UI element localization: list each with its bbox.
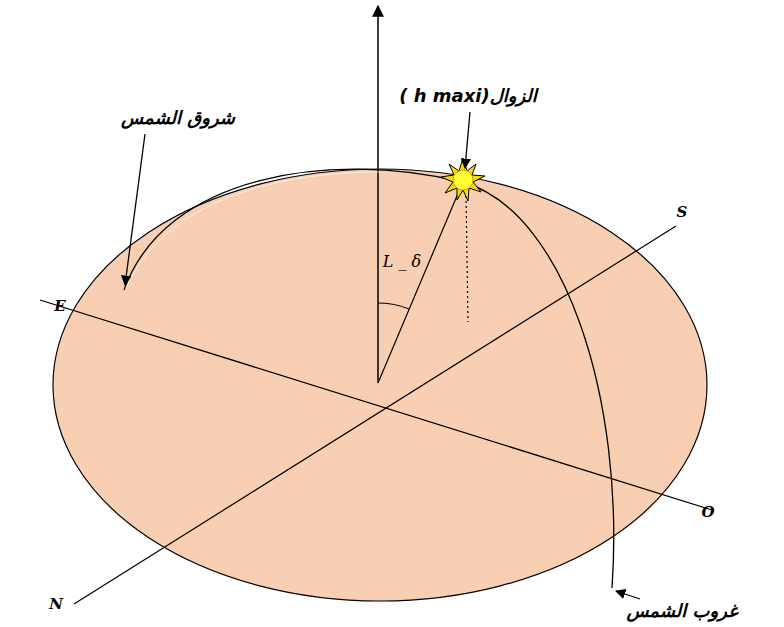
direction-label: N xyxy=(49,595,63,613)
angle-arc xyxy=(378,303,409,309)
sun-path-arc xyxy=(124,169,614,588)
north-south-axis xyxy=(74,226,676,604)
sunset-label: غروب الشمس xyxy=(626,600,737,622)
sun-direction-line xyxy=(378,184,462,383)
sun-symbol xyxy=(441,158,485,201)
noon-label: الزوال(h maxi ) xyxy=(399,85,537,107)
leader-arrow xyxy=(616,591,640,599)
arc-highlight xyxy=(126,172,380,288)
direction-label: O xyxy=(701,503,714,521)
leader-arrow xyxy=(465,112,470,168)
angle-label: L _ δ xyxy=(383,252,421,271)
direction-label: E xyxy=(54,297,65,315)
leader-arrow xyxy=(125,134,145,285)
height-projection xyxy=(466,196,468,322)
direction-label: S xyxy=(677,203,688,221)
zenith-arrow xyxy=(377,6,379,383)
horizon-plane xyxy=(53,169,707,601)
sunrise-label: شروق الشمس xyxy=(121,107,235,129)
